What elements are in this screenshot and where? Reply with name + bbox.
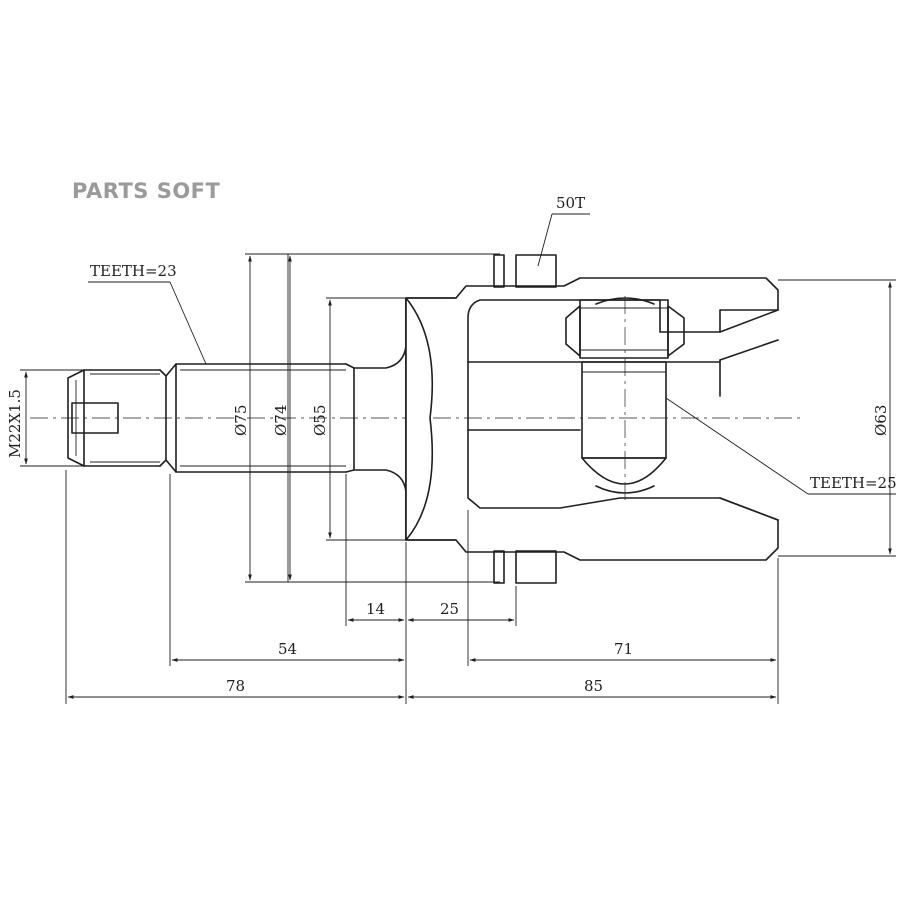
length-dimensions: [65, 470, 779, 704]
abs-50t-label: 50T: [556, 194, 585, 212]
leaders: [88, 213, 896, 495]
brand-watermark: PARTS SOFT: [72, 179, 221, 203]
abs-ring: [493, 254, 557, 584]
splined-shaft: [165, 363, 355, 473]
spider-roller: [565, 297, 685, 494]
dim-78: 78: [226, 677, 245, 695]
neck-flange: [353, 297, 457, 541]
dim-54: 54: [278, 640, 297, 658]
diameter-dimensions: [20, 253, 896, 583]
diameter-75-label: Ø75: [232, 405, 250, 436]
diameter-63-label: Ø63: [872, 405, 890, 436]
dim-14: 14: [366, 600, 385, 618]
teeth-23-label: TEETH=23: [90, 262, 177, 280]
dim-71: 71: [614, 640, 633, 658]
dim-85: 85: [584, 677, 603, 695]
dim-25: 25: [440, 600, 459, 618]
diameter-74-label: Ø74: [272, 405, 290, 436]
outer-housing: [405, 277, 779, 561]
thread-label: M22X1.5: [6, 389, 24, 458]
teeth-25-label: TEETH=25: [810, 474, 897, 492]
diameter-55-label: Ø55: [311, 405, 329, 436]
